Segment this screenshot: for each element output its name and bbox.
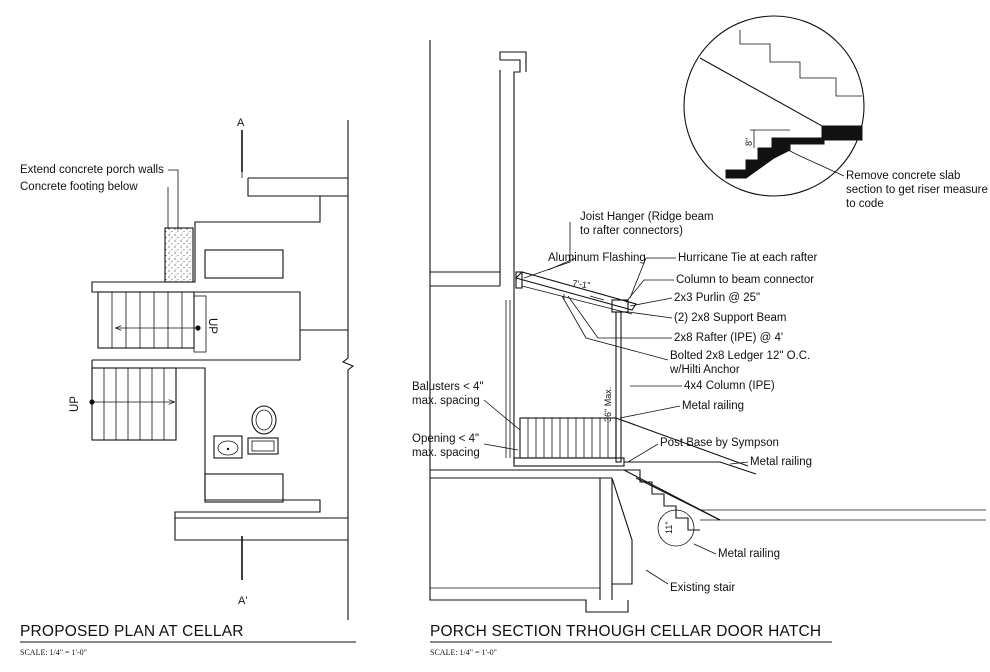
wall-recess-bottom (204, 473, 284, 503)
dimension-riser: 11" (664, 521, 674, 534)
concrete-porch-wall (164, 227, 194, 283)
callout-support-beam: (2) 2x8 Support Beam (674, 312, 787, 324)
callout-existing-stair: Existing stair (670, 582, 735, 594)
dimension-guard-height: 36" Max. (603, 387, 613, 422)
upper-stair (97, 291, 207, 353)
note-footing: Concrete footing below (20, 181, 138, 193)
porch-section: Joist Hanger (Ridge beam to rafter conne… (412, 40, 986, 657)
section-title: PORCH SECTION TRHOUGH CELLAR DOOR HATCH (430, 623, 821, 640)
callout-metal-railing-1: Metal railing (682, 400, 744, 412)
foundation-wall (341, 120, 355, 620)
guard-rail (519, 417, 617, 459)
plan-scale: SCALE: 1/4" = 1'-0" (20, 648, 87, 657)
up-label-upper: UP (206, 318, 218, 334)
dimension-span: 7'-1" (572, 278, 591, 290)
callout-post-base: Post Base by Sympson (660, 437, 779, 449)
porch-floor-slab (513, 457, 625, 467)
toilet-fixture (247, 405, 279, 455)
lower-wall (91, 360, 348, 519)
plan-title: PROPOSED PLAN AT CELLAR (20, 623, 244, 640)
callout-opening-2: max. spacing (412, 447, 480, 459)
callout-purlin: 2x3 Purlin @ 25" (674, 292, 760, 304)
riser-detail-circle (657, 509, 695, 547)
section-mark-bottom: A' (238, 595, 247, 607)
callout-rafter: 2x8 Rafter (IPE) @ 4' (674, 332, 783, 344)
leader-lines (483, 222, 749, 585)
riser-profile (725, 125, 863, 179)
callout-joist-hanger-2: to rafter connectors) (580, 225, 683, 237)
roof-framing (514, 271, 637, 315)
section-mark-top: A (237, 117, 245, 129)
plan-at-cellar: Extend concrete porch walls Concrete foo… (20, 117, 356, 657)
callout-balusters-2: max. spacing (412, 395, 480, 407)
detail-circle (683, 15, 865, 197)
lower-stair (89, 367, 177, 441)
detail-riser-dim: 8" (744, 138, 754, 146)
callout-metal-railing-2: Metal railing (750, 456, 812, 468)
detail-note-1: Remove concrete slab (846, 170, 960, 182)
exterior-stair (611, 417, 986, 585)
callout-hurricane-tie: Hurricane Tie at each rafter (678, 252, 818, 264)
callout-joist-hanger-1: Joist Hanger (Ridge beam (580, 211, 714, 223)
callout-aluminum-flashing: Aluminum Flashing (548, 252, 646, 264)
callout-ledger-1: Bolted 2x8 Ledger 12" O.C. (670, 350, 810, 362)
up-label-lower: UP (69, 396, 81, 412)
callout-opening-1: Opening < 4" (412, 433, 479, 445)
callout-metal-railing-3: Metal railing (718, 548, 780, 560)
wall-recess-top (204, 249, 284, 279)
sink-fixture (213, 435, 243, 459)
upper-wall (91, 178, 348, 331)
detail-note-3: to code (846, 198, 884, 210)
note-leader (168, 169, 179, 230)
house-wall (429, 40, 629, 613)
section-scale: SCALE: 1/4" = 1'-0" (430, 648, 497, 657)
detail-note-2: section to get riser measure (846, 184, 988, 196)
callout-column-to-beam: Column to beam connector (676, 274, 814, 286)
column (615, 311, 622, 463)
callout-ledger-2: w/Hilti Anchor (669, 364, 740, 376)
note-extend-walls: Extend concrete porch walls (20, 164, 164, 176)
riser-detail: 8" Remove concrete slab section to get r… (683, 15, 988, 210)
callout-balusters-1: Balusters < 4" (412, 381, 484, 393)
callout-column: 4x4 Column (IPE) (684, 380, 775, 392)
